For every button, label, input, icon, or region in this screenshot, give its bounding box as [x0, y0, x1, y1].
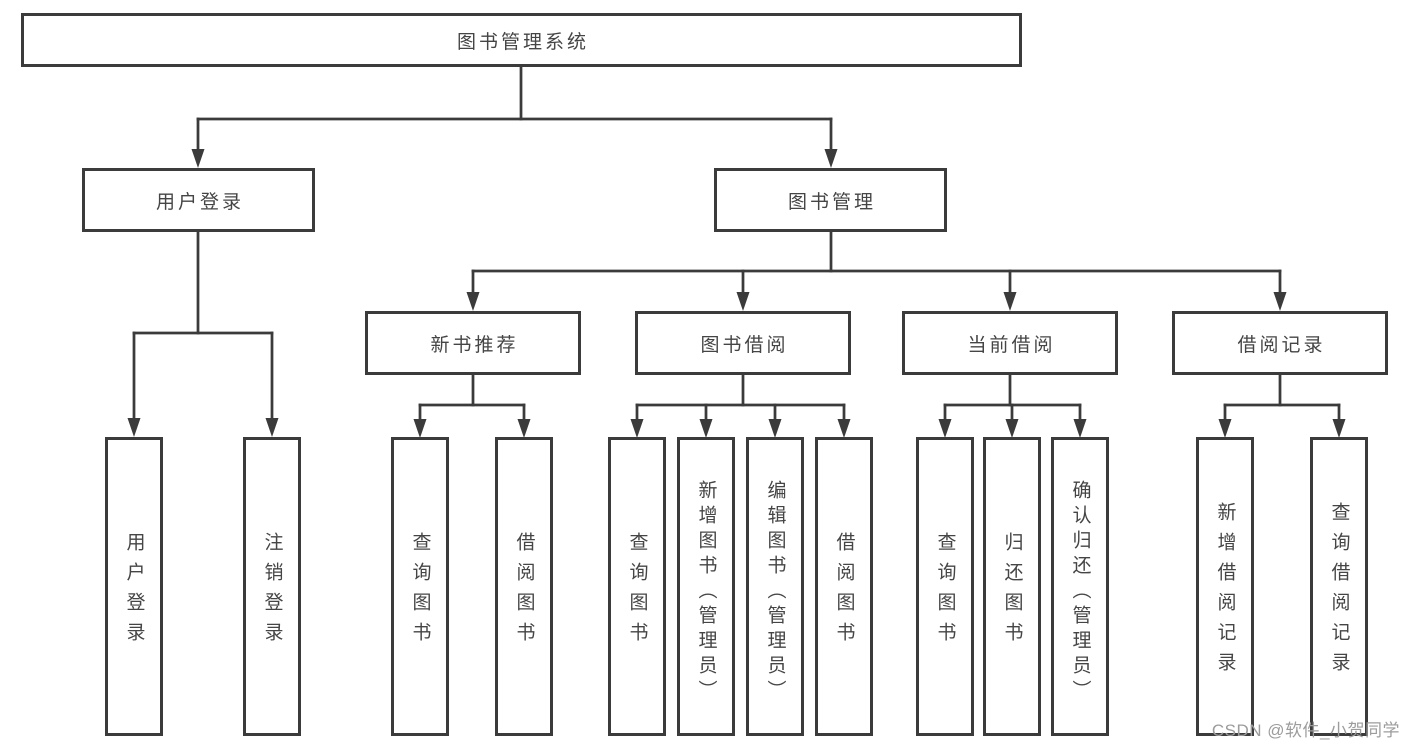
leaf-user-login-label: 用户登录 — [123, 532, 145, 652]
leaf-add-borrow-record: 新增借阅记录 — [1196, 437, 1254, 736]
connector-root-to-level2 — [191, 64, 838, 168]
node-user-login: 用户登录 — [82, 168, 315, 232]
leaf-query-books-borrow-label: 查询图书 — [626, 532, 648, 652]
connector-book-management-to-level3 — [466, 230, 1287, 311]
leaf-user-login: 用户登录 — [105, 437, 163, 736]
leaf-query-books-recommend: 查询图书 — [391, 437, 449, 736]
node-current-borrow: 当前借阅 — [902, 311, 1118, 375]
leaf-query-books-recommend-label: 查询图书 — [409, 532, 431, 652]
leaf-borrow-books-label: 借阅图书 — [833, 532, 855, 652]
leaf-query-borrow-record: 查询借阅记录 — [1310, 437, 1368, 736]
connector-borrow-records-to-leaves — [1218, 373, 1346, 438]
leaf-edit-book-admin-label: 编辑图书（管理员） — [764, 479, 786, 705]
root-node-library-management-system: 图书管理系统 — [21, 13, 1022, 67]
leaf-return-books: 归还图书 — [983, 437, 1041, 736]
leaf-confirm-return-admin: 确认归还（管理员） — [1051, 437, 1109, 736]
leaf-borrow-books-recommend-label: 借阅图书 — [513, 532, 535, 652]
leaf-query-books-borrow: 查询图书 — [608, 437, 666, 736]
connector-current-borrow-to-leaves — [938, 373, 1087, 438]
connector-user-login-to-leaves — [127, 230, 279, 437]
leaf-query-books-current-label: 查询图书 — [934, 532, 956, 652]
leaf-edit-book-admin: 编辑图书（管理员） — [746, 437, 804, 736]
node-borrow-records: 借阅记录 — [1172, 311, 1388, 375]
csdn-watermark: CSDN @软件_小贺同学 — [1211, 721, 1400, 740]
leaf-add-book-admin-label: 新增图书（管理员） — [695, 479, 717, 705]
leaf-query-books-current: 查询图书 — [916, 437, 974, 736]
connector-new-book-recommend-to-leaves — [413, 373, 531, 438]
leaf-add-book-admin: 新增图书（管理员） — [677, 437, 735, 736]
leaf-return-books-label: 归还图书 — [1001, 532, 1023, 652]
leaf-add-borrow-record-label: 新增借阅记录 — [1214, 502, 1236, 682]
node-book-management: 图书管理 — [714, 168, 947, 232]
leaf-query-borrow-record-label: 查询借阅记录 — [1328, 502, 1350, 682]
connector-book-borrow-to-leaves — [630, 373, 851, 438]
leaf-borrow-books-recommend: 借阅图书 — [495, 437, 553, 736]
node-new-book-recommend: 新书推荐 — [365, 311, 581, 375]
leaf-logout: 注销登录 — [243, 437, 301, 736]
leaf-confirm-return-admin-label: 确认归还（管理员） — [1069, 479, 1091, 705]
node-book-borrow: 图书借阅 — [635, 311, 851, 375]
leaf-logout-label: 注销登录 — [261, 532, 283, 652]
leaf-borrow-books: 借阅图书 — [815, 437, 873, 736]
